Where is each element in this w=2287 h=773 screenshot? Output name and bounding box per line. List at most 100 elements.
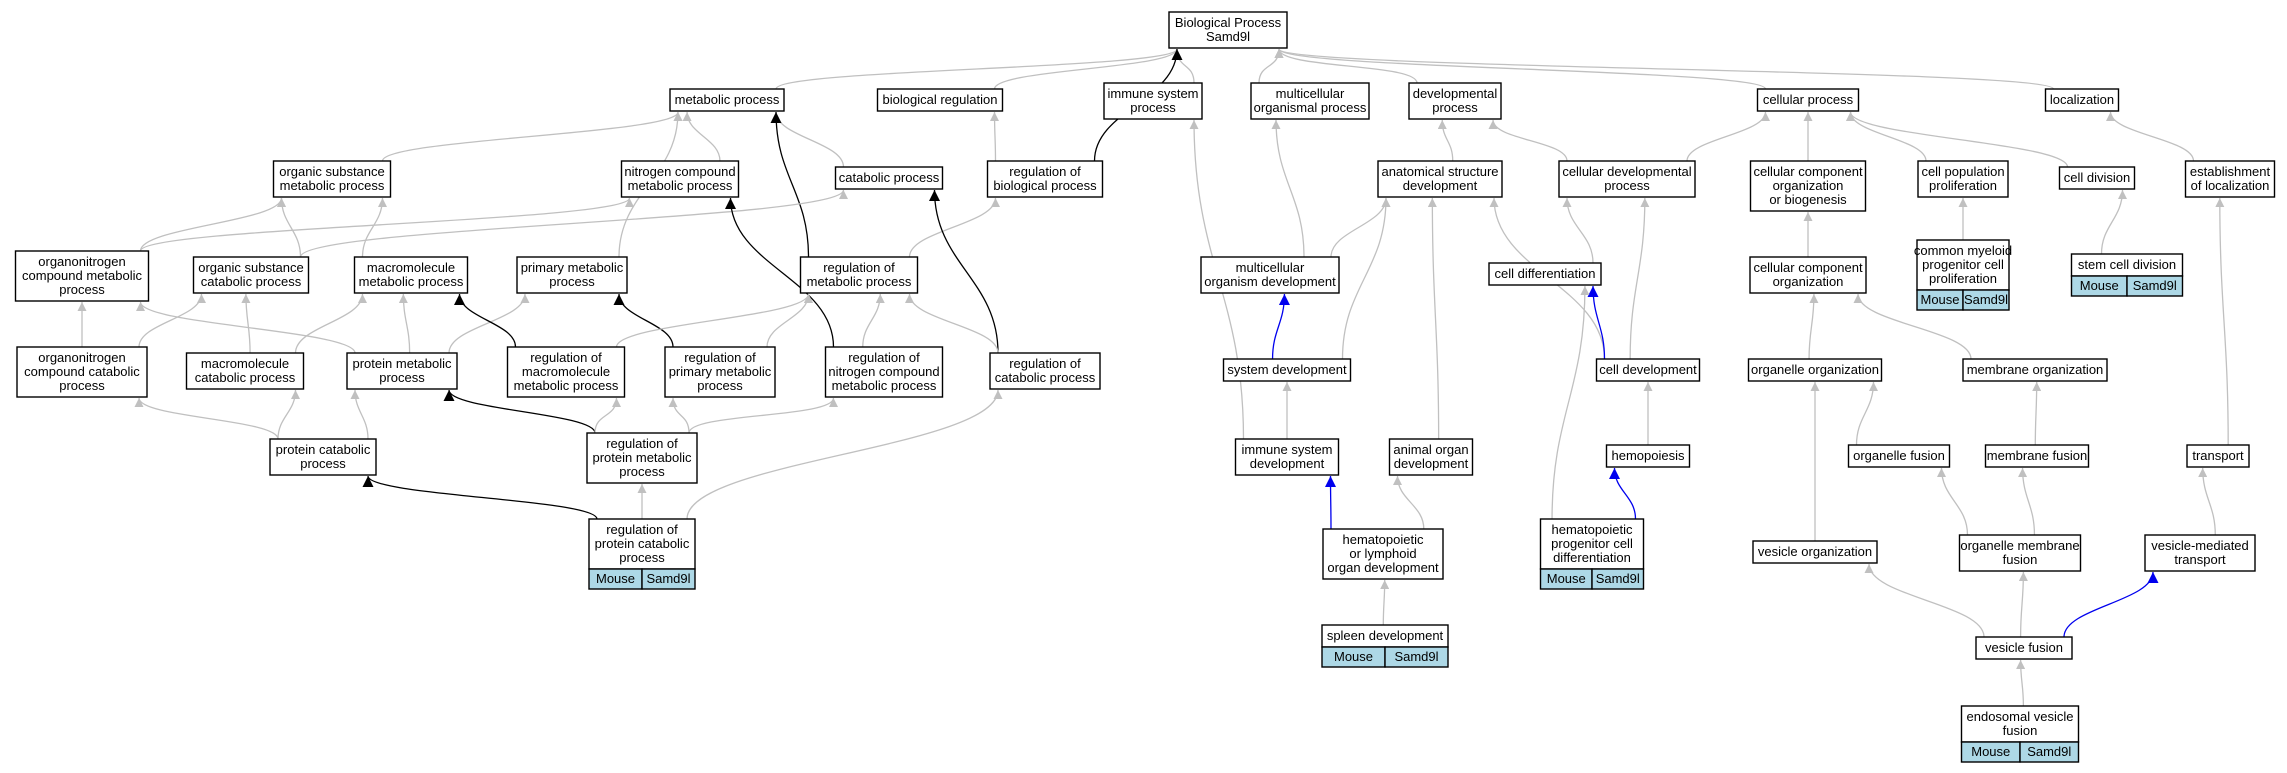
node-label-line: organelle membrane	[1960, 538, 2079, 553]
go-term-memfusion[interactable]: membrane fusion	[1984, 444, 2090, 468]
node-label-line: metabolic process	[514, 378, 619, 393]
go-term-catabolic[interactable]: catabolic process	[834, 166, 944, 190]
node-label-line: process	[619, 464, 665, 479]
edge-bioreg-to-bp	[993, 48, 1182, 90]
go-term-metabolic[interactable]: metabolic process	[669, 88, 785, 112]
node-label-line: hematopoietic	[1343, 532, 1424, 547]
node-box	[799, 256, 919, 294]
edge-celldev-to-celldevproc	[1629, 197, 1650, 360]
node-box	[16, 346, 148, 398]
go-term-bioreg[interactable]: biological regulation	[876, 88, 1004, 112]
go-term-transport[interactable]: transport	[2186, 444, 2250, 468]
go-term-sysdev[interactable]: system development	[1222, 358, 1352, 382]
node-box	[834, 166, 944, 190]
node-label-line: or lymphoid	[1349, 546, 1416, 561]
node-box	[1749, 160, 1867, 212]
node-label-line: cellular process	[1763, 92, 1854, 107]
node-box	[1960, 705, 2080, 743]
node-label-line: regulation of	[530, 350, 602, 365]
node-label-line: organonitrogen	[38, 254, 125, 269]
go-term-orgorg[interactable]: organelle organization	[1747, 358, 1883, 382]
go-term-memorg[interactable]: membrane organization	[1962, 358, 2108, 382]
node-label-line: multicellular	[1276, 86, 1345, 101]
node-label-line: protein catabolic	[276, 442, 371, 457]
edge-regprotmet-to-protmet	[443, 389, 596, 434]
go-term-localization[interactable]: localization	[2044, 88, 2120, 112]
edge-hemato-to-immdev	[1325, 475, 1337, 530]
edge-anatdev-to-devproc	[1437, 119, 1454, 162]
node-box	[1222, 358, 1352, 382]
go-term-vesorg[interactable]: vesicle organization	[1752, 540, 1878, 564]
node-box	[824, 346, 944, 398]
node-label-line: organonitrogen	[38, 350, 125, 365]
go-term-celldev[interactable]: cell development	[1595, 358, 1701, 382]
node-label-line: regulation of	[606, 436, 678, 451]
go-term-orgfusion[interactable]: organelle fusion	[1847, 444, 1951, 468]
go-term-celldiff[interactable]: cell differentiation	[1488, 262, 1602, 286]
edge-orgnitrocat-to-orgsubcat	[138, 293, 206, 348]
node-box	[1488, 262, 1602, 286]
node-label-line: primary metabolic	[669, 364, 772, 379]
go-term-celldiv[interactable]: cell division	[2058, 166, 2136, 190]
node-label-line: organelle fusion	[1853, 448, 1945, 463]
node-label-line: process	[300, 456, 346, 471]
go-term-cellproc[interactable]: cellular process	[1756, 88, 1860, 112]
edge-orgnitro-to-nitro	[139, 197, 634, 252]
node-label-line: catabolic process	[995, 370, 1096, 385]
go-term-vesfusion[interactable]: vesicle fusion	[1975, 636, 2073, 660]
edge-regprotcat-to-regcat	[686, 389, 1003, 520]
edge-hpcd-to-celldiff	[1551, 285, 1590, 520]
annotation-gene: Samd9l	[1964, 292, 2008, 307]
node-label-line: endosomal vesicle	[1967, 709, 2074, 724]
annotation-organism: Mouse	[2080, 278, 2119, 293]
edge-celldev-to-celldiff	[1587, 285, 1606, 360]
node-label-line: macromolecule	[201, 356, 289, 371]
go-term-hemopoiesis[interactable]: hemopoiesis	[1605, 444, 1691, 468]
node-label-line: primary metabolic	[521, 260, 624, 275]
annotation-cell	[2019, 741, 2080, 763]
node-label-line: system development	[1227, 362, 1347, 377]
node-label-line: multicellular	[1236, 260, 1305, 275]
edge-regmacro-to-regmet	[615, 293, 813, 348]
edge-celldevproc-to-devproc	[1488, 119, 1568, 162]
